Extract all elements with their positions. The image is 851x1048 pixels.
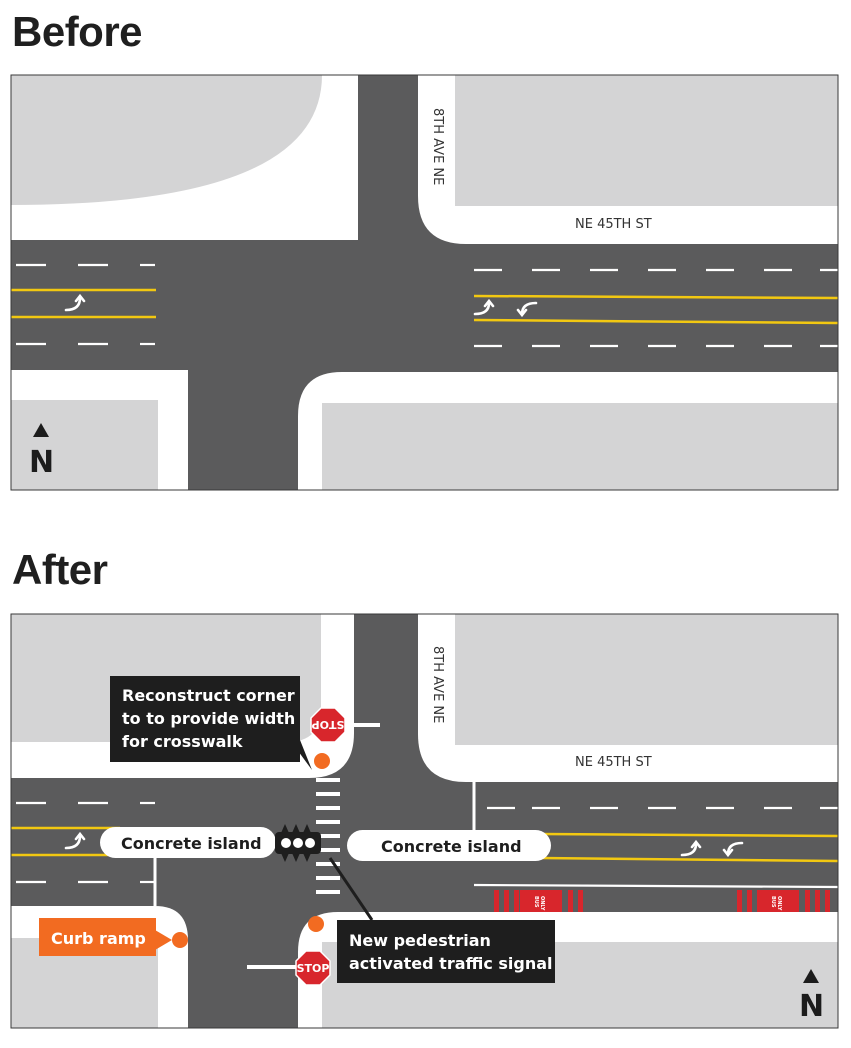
block-nw <box>11 75 322 205</box>
right-turn-arrow-head-icon <box>516 308 528 318</box>
svg-text:STOP: STOP <box>297 962 330 975</box>
before-map: 8TH AVE NE NE 45TH ST N <box>11 75 838 490</box>
concrete-island-west <box>100 827 276 858</box>
left-turn-arrow-head-icon <box>74 293 86 303</box>
stop-sign-south: STOP <box>295 950 331 986</box>
svg-text:Curb ramp: Curb ramp <box>51 929 146 948</box>
svg-text:N: N <box>799 989 824 1024</box>
before-heading: Before <box>12 8 143 55</box>
svg-text:activated traffic signal: activated traffic signal <box>349 954 553 973</box>
block-sw <box>11 400 158 490</box>
svg-text:for crosswalk: for crosswalk <box>122 732 243 751</box>
signal-marker <box>308 916 324 932</box>
svg-text:ONLY: ONLY <box>539 896 545 911</box>
bus-lane-marking-right: BUS ONLY <box>737 890 830 912</box>
left-turn-arrow-head-icon <box>74 831 86 841</box>
callout-reconstruct-corner: Reconstruct corner to to provide width f… <box>110 676 312 770</box>
right-turn-arrow-head-icon <box>722 848 734 858</box>
street-label: NE 45TH ST <box>575 755 652 770</box>
left-turn-arrow-icon <box>64 834 82 850</box>
lane-dashes-west <box>16 801 155 884</box>
center-lines-east <box>539 832 838 863</box>
concrete-island-east-label: Concrete island <box>381 837 522 856</box>
before-frame <box>10 74 839 491</box>
block-ne <box>455 614 838 745</box>
avenue-label: 8TH AVE NE <box>430 646 445 723</box>
north-arrow-icon: N <box>799 969 824 1024</box>
svg-text:STOP: STOP <box>312 718 345 731</box>
left-turn-arrow-head-icon <box>483 298 495 308</box>
after-heading: After <box>12 546 108 593</box>
callout-curb-ramp: Curb ramp <box>39 918 172 956</box>
bus-lane-line <box>473 883 838 889</box>
concrete-island-west-label: Concrete island <box>121 834 262 853</box>
block-se <box>322 403 838 490</box>
turn-arrows-after <box>64 831 744 858</box>
svg-text:ONLY: ONLY <box>776 896 782 911</box>
concrete-island-east <box>347 830 551 861</box>
left-turn-arrow-icon <box>64 296 82 312</box>
lane-dashes-west <box>16 263 155 346</box>
north-arrow-icon: N <box>29 423 54 480</box>
svg-text:to to provide width: to to provide width <box>122 709 295 728</box>
avenue-label: 8TH AVE NE <box>430 108 445 185</box>
street-label: NE 45TH ST <box>575 217 652 232</box>
after-frame <box>10 613 839 1029</box>
stop-sign-north: STOP <box>310 707 346 743</box>
left-turn-arrow-icon <box>680 842 698 857</box>
svg-text:Reconstruct corner: Reconstruct corner <box>122 686 295 705</box>
left-turn-arrow-icon <box>473 301 491 316</box>
svg-text:BUS: BUS <box>770 896 776 908</box>
center-lines-east <box>473 294 838 325</box>
block-ne <box>455 75 838 206</box>
center-lines-west <box>11 288 156 319</box>
left-turn-arrow-head-icon <box>690 839 702 849</box>
svg-text:N: N <box>29 445 54 480</box>
curb-ramp-marker <box>172 932 188 948</box>
svg-text:New pedestrian: New pedestrian <box>349 931 491 950</box>
bus-lane-marking-left: BUS ONLY <box>494 890 583 912</box>
lane-dashes-east <box>474 268 838 348</box>
traffic-signal-icon <box>275 824 321 862</box>
crosswalk <box>316 778 340 894</box>
after-map: BUS ONLY BUS ONLY Concrete island Concre… <box>11 614 838 1028</box>
right-turn-arrow-icon <box>520 301 538 316</box>
turn-arrows-before <box>64 293 538 318</box>
center-lines-west <box>11 826 120 857</box>
right-turn-arrow-icon <box>726 841 744 856</box>
callout-pedestrian-signal: New pedestrian activated traffic signal <box>328 857 555 983</box>
corner-marker <box>314 753 330 769</box>
svg-text:BUS: BUS <box>533 896 539 908</box>
